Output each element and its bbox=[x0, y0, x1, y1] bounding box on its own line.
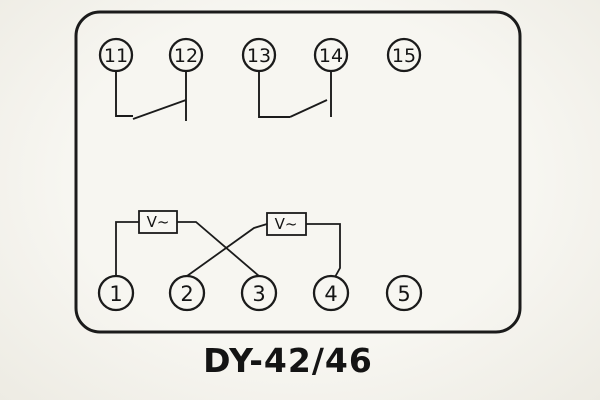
terminal-2-label: 2 bbox=[180, 282, 193, 306]
terminal-13: 13 bbox=[241, 37, 277, 73]
terminal-11-label: 11 bbox=[104, 45, 128, 67]
terminal-4-label: 4 bbox=[324, 282, 337, 306]
voltage-coil-left: V~ bbox=[138, 210, 178, 234]
terminal-3: 3 bbox=[240, 274, 278, 312]
wire-terminal2-to-right-coil bbox=[186, 223, 268, 277]
terminal-15: 15 bbox=[386, 37, 422, 73]
terminal-14: 14 bbox=[313, 37, 349, 73]
terminal-15-circle bbox=[386, 37, 422, 73]
terminal-12: 12 bbox=[168, 37, 204, 73]
terminal-13-label: 13 bbox=[247, 45, 271, 67]
terminal-1-circle bbox=[97, 274, 135, 312]
terminal-1: 1 bbox=[97, 274, 135, 312]
terminal-4: 4 bbox=[312, 274, 350, 312]
terminal-14-label: 14 bbox=[319, 45, 343, 67]
terminal-5-label: 5 bbox=[397, 282, 410, 306]
wire-terminal1-to-left-coil bbox=[115, 221, 139, 276]
terminal-2: 2 bbox=[168, 274, 206, 312]
wire-left-coil-to-terminal3 bbox=[177, 221, 260, 277]
terminal-3-circle bbox=[240, 274, 278, 312]
terminal-1-label: 1 bbox=[109, 282, 122, 306]
terminal-12-label: 12 bbox=[174, 45, 198, 67]
wire-right-coil-to-terminal4 bbox=[306, 223, 341, 278]
model-label: DY-42/46 bbox=[203, 341, 373, 380]
contact-13-14 bbox=[258, 71, 332, 118]
terminal-4-circle bbox=[312, 274, 350, 312]
terminal-3-label: 3 bbox=[252, 282, 265, 306]
terminal-11: 11 bbox=[98, 37, 134, 73]
voltage-coil-right: V~ bbox=[266, 212, 307, 236]
contact-11-12 bbox=[115, 71, 187, 121]
relay-case-outline bbox=[74, 10, 522, 334]
voltage-coil-right-label: V~ bbox=[275, 215, 298, 233]
terminal-5: 5 bbox=[385, 274, 423, 312]
terminal-15-label: 15 bbox=[392, 45, 416, 67]
voltage-coil-left-label: V~ bbox=[147, 213, 170, 231]
terminal-2-circle bbox=[168, 274, 206, 312]
terminal-5-circle bbox=[385, 274, 423, 312]
